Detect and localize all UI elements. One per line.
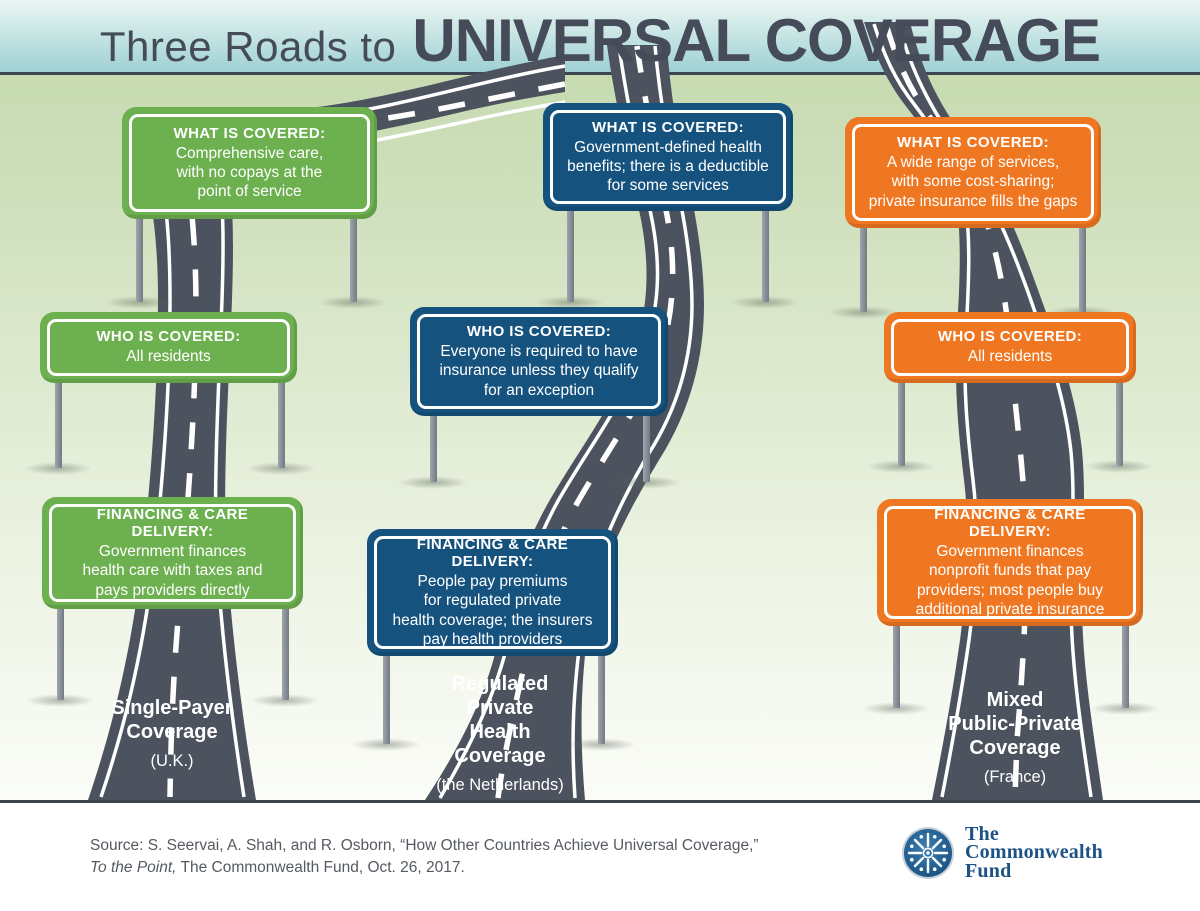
post-shadow: [866, 460, 936, 473]
sign-heading: WHAT IS COVERED:: [592, 118, 744, 136]
post-shadow: [1084, 460, 1154, 473]
post-shadow: [25, 694, 95, 707]
road-uk-surface: [88, 55, 565, 800]
post-shadow: [250, 694, 320, 707]
sign-netherlands-who-is-covered: WHO IS COVERED: Everyone is required to …: [410, 307, 668, 416]
sign-panel: FINANCING & CARE DELIVERY: People pay pr…: [374, 536, 611, 649]
sign-uk-who-is-covered: WHO IS COVERED: All residents: [40, 312, 297, 383]
logo-text: The Commonwealth Fund: [965, 823, 1103, 882]
footer: Source: S. Seervai, A. Shah, and R. Osbo…: [0, 800, 1200, 911]
sign-panel: FINANCING & CARE DELIVERY: Government fi…: [49, 504, 296, 602]
logo-line-3: Fund: [965, 859, 1012, 882]
logo-line-2: Commonwealth: [965, 841, 1103, 864]
post-shadow: [398, 476, 468, 489]
post-shadow: [246, 462, 316, 475]
sign-france-financing: FINANCING & CARE DELIVERY: Government fi…: [877, 499, 1143, 626]
post-shadow: [566, 738, 636, 751]
sign-panel: FINANCING & CARE DELIVERY: Government fi…: [884, 506, 1136, 619]
road-name: Single-Payer Coverage: [111, 697, 233, 743]
sign-post: [350, 216, 357, 302]
commonwealth-fund-logo: The Commonwealth Fund: [901, 823, 1103, 882]
sign-post: [57, 606, 64, 700]
post-shadow: [861, 702, 931, 715]
sign-uk-what-is-covered: WHAT IS COVERED: Comprehensive care, wit…: [122, 107, 377, 219]
sign-heading: WHO IS COVERED:: [937, 328, 1083, 346]
sign-heading: WHAT IS COVERED:: [897, 134, 1049, 152]
sign-post: [1116, 380, 1123, 466]
road-name: Mixed Public-Private Coverage: [948, 689, 1082, 759]
road-country: (France): [983, 768, 1047, 786]
snowflake-logo-icon: [902, 826, 954, 879]
sign-body: Government-defined health benefits; ther…: [567, 138, 769, 195]
logo-line-1: The: [965, 823, 999, 845]
sign-panel: WHO IS COVERED: All residents: [47, 319, 290, 376]
road-country: (the Netherlands): [436, 776, 564, 794]
sign-post: [383, 653, 390, 744]
post-shadow: [730, 296, 800, 309]
sign-heading: WHO IS COVERED:: [466, 323, 612, 341]
sign-heading: FINANCING & CARE DELIVERY:: [416, 536, 569, 571]
sign-heading: FINANCING & CARE DELIVERY:: [934, 506, 1086, 541]
sign-netherlands-financing: FINANCING & CARE DELIVERY: People pay pr…: [367, 529, 618, 656]
post-shadow: [611, 476, 681, 489]
post-shadow: [104, 296, 174, 309]
sign-post: [893, 623, 900, 708]
road-label-uk: Single-Payer Coverage (U.K.): [82, 696, 262, 771]
source-line-2-rest: The Commonwealth Fund, Oct. 26, 2017.: [176, 859, 465, 877]
sign-panel: WHAT IS COVERED: Comprehensive care, wit…: [129, 114, 370, 212]
sign-post: [1079, 225, 1086, 312]
post-shadow: [1090, 702, 1160, 715]
sign-post: [1122, 623, 1129, 708]
page-title: Three Roads to UNIVERSAL COVERAGE: [0, 0, 1200, 74]
road-name: Regulated Private Health Coverage: [451, 673, 549, 767]
sign-post: [278, 380, 285, 468]
sign-post: [643, 413, 650, 482]
source-citation: Source: S. Seervai, A. Shah, and R. Osbo…: [90, 835, 759, 880]
sign-france-who-is-covered: WHO IS COVERED: All residents: [884, 312, 1136, 383]
sign-panel: WHO IS COVERED: Everyone is required to …: [417, 314, 661, 409]
title-bar-background: [0, 0, 1200, 75]
sign-body: All residents: [126, 348, 211, 366]
sign-panel: WHAT IS COVERED: A wide range of service…: [852, 124, 1094, 221]
sign-france-what-is-covered: WHAT IS COVERED: A wide range of service…: [845, 117, 1101, 228]
sign-heading: WHO IS COVERED:: [96, 328, 241, 346]
road-label-france: Mixed Public-Private Coverage (France): [925, 688, 1105, 787]
title-main: UNIVERSAL COVERAGE: [412, 7, 1101, 74]
source-publication: To the Point,: [90, 859, 177, 877]
sign-panel: WHAT IS COVERED: Government-defined heal…: [550, 110, 786, 204]
sign-body: Comprehensive care, with no copays at th…: [175, 144, 324, 201]
sign-post: [762, 208, 769, 302]
sign-heading: WHAT IS COVERED:: [173, 124, 326, 142]
sign-body: Government finances nonprofit funds that…: [915, 543, 1105, 618]
post-shadow: [318, 296, 388, 309]
post-shadow: [23, 462, 93, 475]
post-shadow: [351, 738, 421, 751]
sign-post: [598, 653, 605, 744]
sign-panel: WHO IS COVERED: All residents: [891, 319, 1129, 376]
title-prefix: Three Roads to: [99, 23, 397, 70]
road-label-netherlands: Regulated Private Health Coverage (the N…: [410, 672, 590, 795]
sign-body: Government finances health care with tax…: [82, 543, 263, 599]
source-line-2: To the Point, The Commonwealth Fund, Oct…: [90, 857, 759, 879]
sign-uk-financing: FINANCING & CARE DELIVERY: Government fi…: [42, 497, 303, 609]
sign-post: [860, 225, 867, 312]
sign-body: A wide range of services, with some cost…: [868, 154, 1078, 210]
road-country: (U.K.): [150, 752, 194, 770]
sign-body: All residents: [967, 348, 1053, 366]
sign-post: [430, 413, 437, 482]
sign-body: People pay premiums for regulated privat…: [392, 573, 593, 648]
sign-post: [898, 380, 905, 466]
sign-post: [282, 606, 289, 700]
sign-post: [55, 380, 62, 468]
sign-netherlands-what-is-covered: WHAT IS COVERED: Government-defined heal…: [543, 103, 793, 211]
source-line-1: Source: S. Seervai, A. Shah, and R. Osbo…: [90, 837, 759, 854]
sign-post: [136, 216, 143, 302]
sign-heading: FINANCING & CARE DELIVERY:: [96, 506, 249, 541]
post-shadow: [535, 296, 605, 309]
sign-body: Everyone is required to have insurance u…: [439, 343, 639, 399]
sign-post: [567, 208, 574, 302]
post-shadow: [828, 306, 898, 319]
